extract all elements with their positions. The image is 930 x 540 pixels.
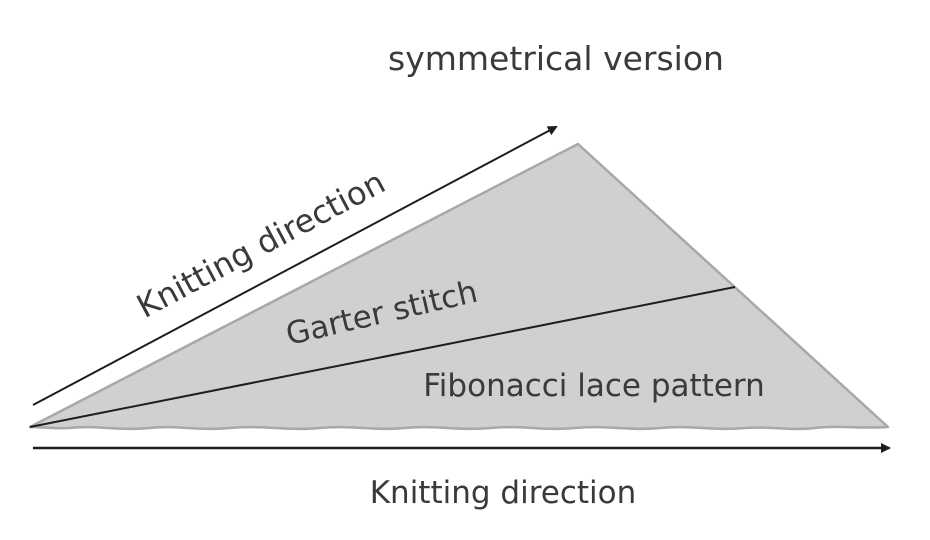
diagram-title: symmetrical version bbox=[388, 39, 724, 78]
fibonacci-lace-label: Fibonacci lace pattern bbox=[423, 368, 765, 404]
section-divider-line bbox=[29, 286, 736, 428]
diagonal-direction-arrow bbox=[32, 126, 558, 406]
bottom-direction-label: Knitting direction bbox=[370, 475, 637, 511]
shawl-shape bbox=[28, 142, 890, 431]
